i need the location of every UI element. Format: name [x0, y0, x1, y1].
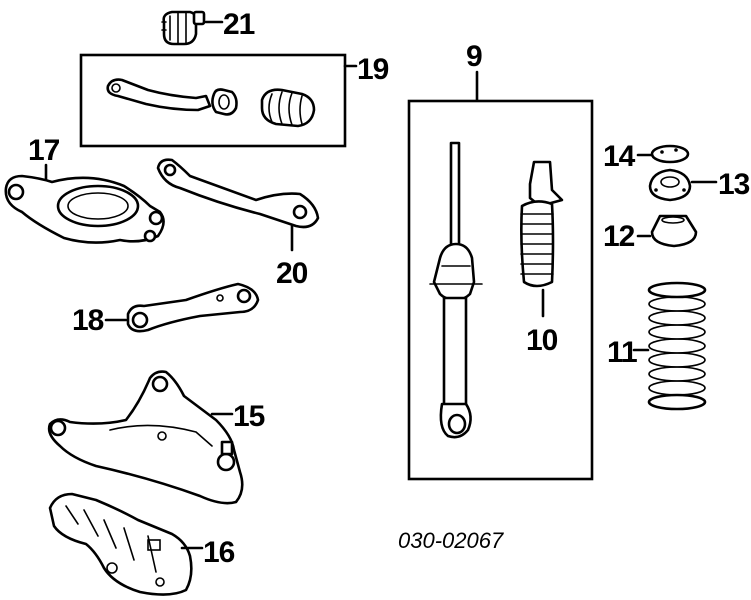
part-19-link-arm	[106, 78, 212, 112]
callout-17: 17	[28, 134, 60, 167]
part-15-control-arm	[47, 370, 244, 505]
part-19-bushing	[211, 88, 238, 116]
part-19-boot	[260, 88, 316, 128]
part-13-upper-mount	[648, 168, 692, 202]
callout-15: 15	[233, 400, 265, 433]
callout-12: 12	[603, 220, 635, 253]
shock-absorber	[429, 141, 483, 439]
callout-13: 13	[718, 168, 750, 201]
part-21-ball-joint	[161, 10, 206, 46]
part-17-lower-arm	[4, 174, 165, 244]
part-16-knuckle	[48, 492, 193, 596]
part-12-spring-seat	[650, 214, 698, 248]
callout-19: 19	[357, 53, 389, 86]
part-14-mount-cap	[650, 144, 690, 164]
callout-21: 21	[223, 8, 255, 41]
callout-16: 16	[203, 536, 235, 569]
part-9-shock-assembly-box	[407, 99, 594, 481]
part-18-lateral-link	[126, 282, 260, 333]
callout-14: 14	[603, 140, 636, 173]
callout-18: 18	[72, 304, 104, 337]
callout-20: 20	[276, 257, 308, 290]
part-10-dust-boot	[520, 160, 564, 288]
part-20-trailing-link	[156, 158, 320, 229]
part-code: 030-02067	[398, 528, 504, 553]
callout-10: 10	[526, 324, 558, 357]
part-11-coil-spring	[647, 281, 707, 411]
part-19-kit-box	[79, 53, 347, 148]
callout-11: 11	[607, 336, 637, 369]
callout-9: 9	[466, 40, 482, 73]
